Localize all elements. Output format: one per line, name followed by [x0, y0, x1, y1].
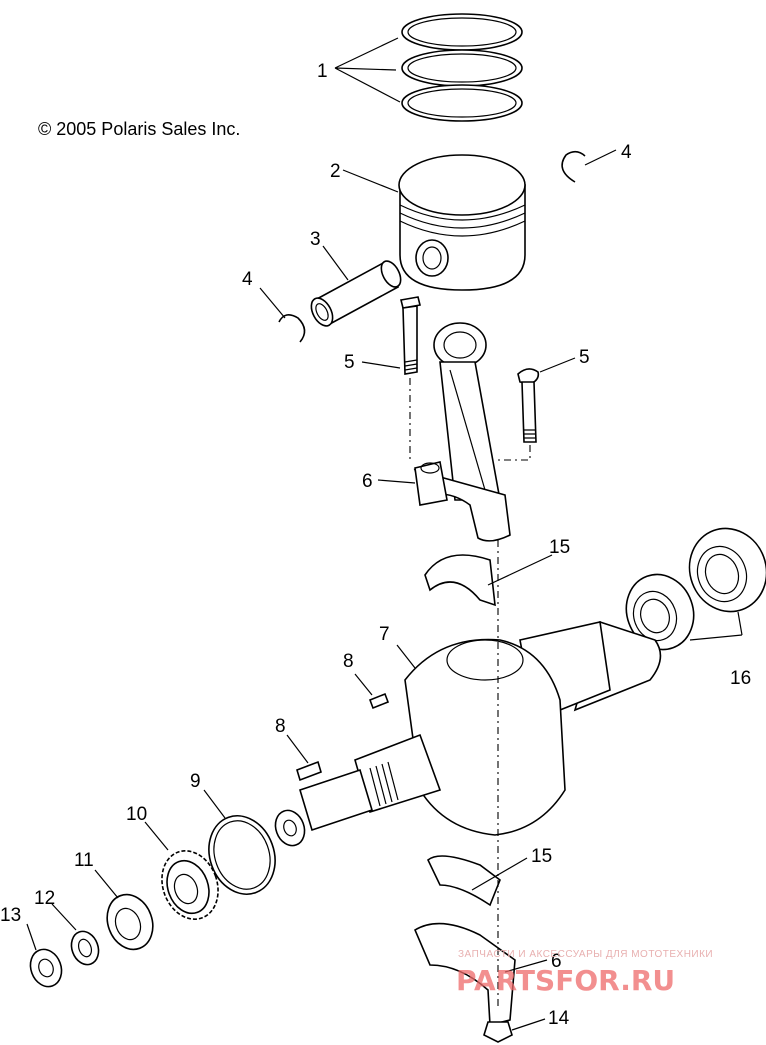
- connecting-rod: [413, 322, 511, 542]
- piston: [398, 154, 526, 291]
- callout-4-right: 4: [621, 142, 632, 163]
- callout-4-left: 4: [242, 269, 253, 290]
- rod-nut: [483, 1021, 513, 1043]
- hex-nut: [29, 948, 63, 988]
- callout-14: 14: [548, 1008, 570, 1029]
- callout-12: 12: [34, 888, 55, 909]
- piston-pin: [310, 260, 402, 327]
- callout-8-upper: 8: [343, 651, 354, 672]
- callout-labels: 1 2 3 4 4 5 5 6 6 7 8 8 9 10 11 12 13 14…: [0, 61, 751, 1029]
- circlip-left: [278, 314, 306, 343]
- callout-1: 1: [317, 61, 328, 82]
- timing-sprocket: [161, 850, 219, 920]
- callout-15-lower: 15: [531, 846, 552, 867]
- woodruff-key-upper: [368, 692, 390, 710]
- crankshaft: [274, 620, 662, 847]
- callout-6-lower: 6: [551, 951, 562, 972]
- callout-11: 11: [74, 850, 94, 871]
- callout-5-left: 5: [344, 352, 355, 373]
- callout-16: 16: [730, 668, 751, 689]
- circlip-right: [561, 150, 586, 183]
- rod-bolt-left: [400, 296, 421, 375]
- callout-15-upper: 15: [549, 537, 570, 558]
- bolt-assembly-line-right: [495, 445, 531, 461]
- watermark-logo: PARTSFOR.RU: [456, 964, 675, 997]
- o-ring: [208, 815, 276, 895]
- lock-nut: [106, 893, 154, 951]
- callout-5-right: 5: [579, 347, 590, 368]
- woodruff-key-lower: [296, 760, 322, 782]
- main-bearing-large: [688, 527, 766, 613]
- rod-cap-upper: [414, 461, 448, 506]
- callout-8-lower: 8: [275, 716, 286, 737]
- callout-9: 9: [190, 771, 201, 792]
- main-bearing-small: [625, 573, 695, 651]
- callout-10: 10: [126, 804, 147, 825]
- watermark: ЗАПЧАСТИ И АКСЕССУАРЫ ДЛЯ МОТОТЕХНИКИ PA…: [456, 949, 713, 997]
- callout-3: 3: [310, 229, 321, 250]
- callout-13: 13: [0, 905, 21, 926]
- callout-2: 2: [330, 161, 341, 182]
- bearing-shell-upper: [424, 554, 496, 607]
- callout-6-upper: 6: [362, 471, 373, 492]
- washer: [70, 930, 100, 966]
- leader-lines: [26, 37, 743, 1031]
- watermark-tagline: ЗАПЧАСТИ И АКСЕССУАРЫ ДЛЯ МОТОТЕХНИКИ: [458, 949, 713, 960]
- piston-rings: [401, 13, 523, 122]
- rod-bolt-right: [517, 368, 540, 443]
- callout-7: 7: [379, 624, 390, 645]
- bearing-shell-lower: [427, 855, 501, 907]
- copyright-notice: © 2005 Polaris Sales Inc.: [38, 119, 240, 139]
